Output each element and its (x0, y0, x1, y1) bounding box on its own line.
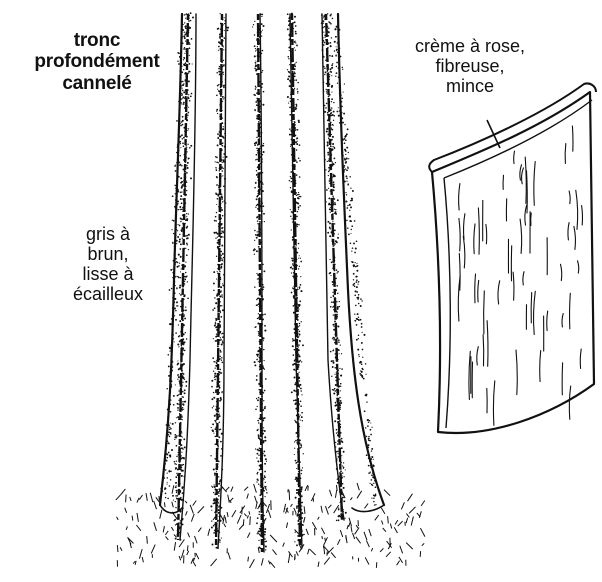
bark-fragment (429, 83, 596, 433)
label-inner-bark: crème à rose, fibreuse, mince (372, 36, 568, 96)
label-line: fibreuse, (372, 56, 568, 76)
label-line: crème à rose, (372, 36, 568, 56)
label-line: profondément (8, 51, 186, 72)
label-trunk: tronc profondément cannelé (8, 30, 186, 94)
leader-line-inner-bark (487, 120, 500, 148)
label-line: lisse à (18, 264, 198, 284)
label-line: mince (372, 76, 568, 96)
bark-fragment-face (432, 92, 594, 433)
label-line: cannelé (8, 73, 186, 94)
label-line: écailleux (18, 284, 198, 304)
label-line: gris à (18, 224, 198, 244)
label-line: tronc (8, 30, 186, 51)
buttress-foot (352, 505, 384, 512)
label-outer-bark: gris à brun, lisse à écailleux (18, 224, 198, 305)
label-line: brun, (18, 244, 198, 264)
